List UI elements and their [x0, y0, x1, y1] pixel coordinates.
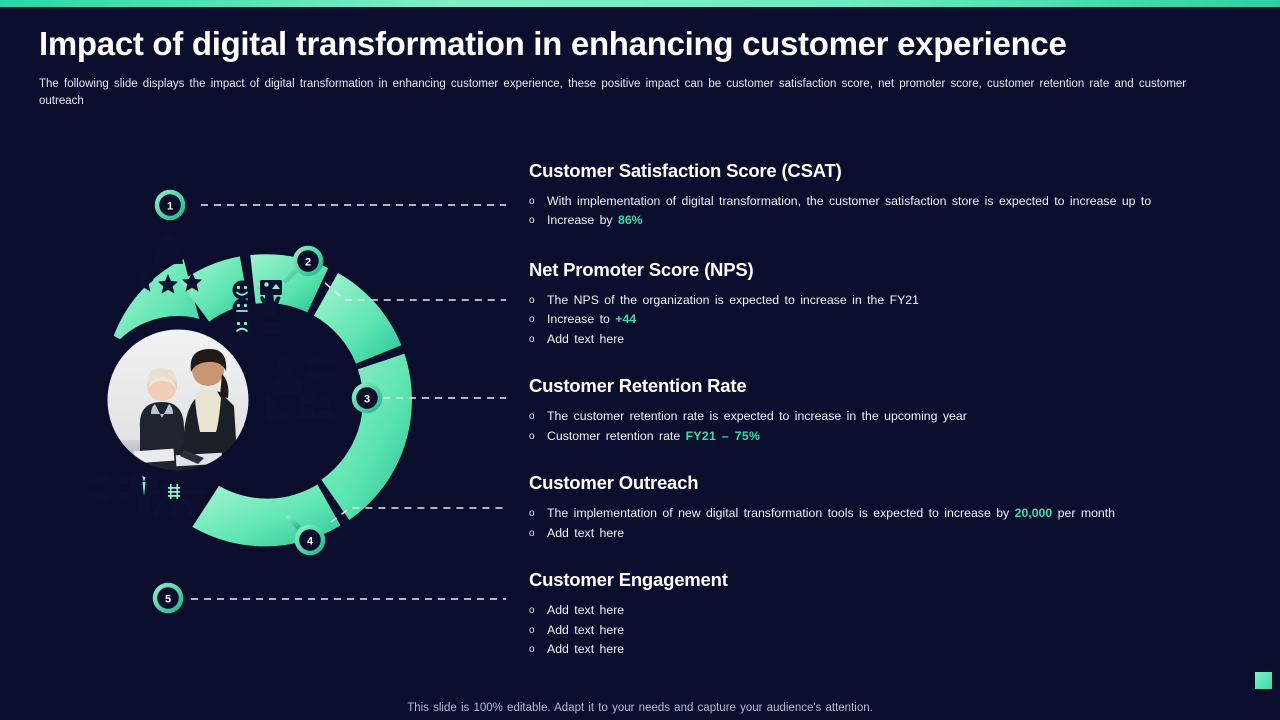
- badge-2-number: 2: [305, 257, 311, 269]
- segment-1-path[interactable]: [180, 256, 249, 322]
- bullet-text: The NPS of the organization is expected …: [547, 292, 1229, 309]
- bullet-marker: o: [529, 215, 535, 227]
- corner-accent-square: [1255, 672, 1272, 689]
- bullet-text-prefix: The customer retention rate is expected …: [547, 409, 967, 424]
- bullet-marker: o: [529, 333, 535, 345]
- bullet-marker: o: [529, 508, 535, 520]
- bullet-text: Add text here: [547, 331, 1229, 348]
- bullet-marker: o: [529, 430, 535, 442]
- bullet-text-prefix: Increase by: [547, 213, 618, 228]
- center-photo: [104, 326, 252, 474]
- bullet-item: o The customer retention rate is expected…: [529, 408, 1229, 425]
- bullet-text-suffix: per month: [1052, 506, 1116, 521]
- segment-3-path[interactable]: [313, 272, 402, 364]
- badge-5-number: 5: [165, 594, 171, 606]
- bullet-item: o Increase by 86%: [529, 212, 1229, 229]
- page-subtitle: The following slide displays the impact …: [39, 78, 1187, 107]
- bullet-marker: o: [529, 624, 535, 636]
- section-title: Customer Engagement: [529, 569, 728, 591]
- bullet-highlight-value: 86%: [618, 213, 643, 228]
- circular-process-diagram: 1 2 3 4 5: [88, 178, 538, 628]
- customer-retention-icon: [264, 356, 336, 422]
- bullet-marker: o: [529, 294, 535, 306]
- bullet-text-prefix: Customer retention rate: [547, 428, 686, 443]
- bullet-text-prefix: Add text here: [547, 525, 625, 540]
- page-title: Impact of digital transformation in enha…: [39, 25, 1067, 62]
- section-2: Net Promoter Score (NPS) o The NPS of the …: [529, 259, 1229, 348]
- bullet-item: o The implementation of new digital trans…: [529, 505, 1229, 522]
- bullet-item: o Add text here: [529, 331, 1229, 348]
- bullet-text: Add text here: [547, 525, 1229, 542]
- section-title: Customer Outreach: [529, 472, 699, 494]
- bullet-marker: o: [529, 527, 535, 539]
- bullet-item: o The NPS of the organization is expected…: [529, 292, 1229, 309]
- bullet-text: Add text here: [547, 622, 1229, 639]
- badge-3[interactable]: 3: [351, 382, 383, 414]
- bullet-text: With implementation of digital transform…: [547, 193, 1229, 210]
- badge-3-number: 3: [364, 394, 370, 406]
- bullet-marker: o: [529, 314, 535, 326]
- bullet-highlight-value: 20,000: [1014, 506, 1053, 521]
- bullet-text-prefix: The implementation of new digital transf…: [547, 506, 1015, 521]
- bullet-text: The implementation of new digital transf…: [547, 505, 1229, 522]
- bullet-item: o Add text here: [529, 641, 1229, 658]
- badge-5[interactable]: 5: [152, 582, 184, 614]
- badge-1-number: 1: [167, 201, 173, 213]
- connector-lines: [191, 204, 506, 600]
- bullet-text-prefix: Increase to: [547, 312, 616, 327]
- badge-4[interactable]: 4: [294, 524, 326, 556]
- customer-rating-icon: [134, 235, 202, 294]
- bullet-marker: o: [529, 605, 535, 617]
- section-title: Customer Satisfaction Score (CSAT): [529, 160, 842, 181]
- sections-list: Customer Satisfaction Score (CSAT) o With …: [529, 160, 1229, 660]
- bullet-text-prefix: Add text here: [547, 331, 625, 346]
- bullet-marker: o: [529, 643, 535, 655]
- bullet-text: Increase by 86%: [547, 212, 1229, 229]
- bullet-item: o Add text here: [529, 525, 1229, 542]
- section-3: Customer Retention Rate o The customer ret…: [529, 375, 1229, 445]
- bullet-item: o Customer retention rate FY21 – 75%: [529, 428, 1229, 445]
- step-badges: 1 2 3 4 5: [152, 189, 383, 614]
- badge-4-number: 4: [307, 536, 314, 548]
- bullet-text: Customer retention rate FY21 – 75%: [547, 428, 1229, 445]
- badge-1[interactable]: 1: [154, 189, 186, 221]
- customer-feedback-icon: [232, 280, 282, 336]
- bullet-item: o With implementation of digital transfor…: [529, 193, 1229, 210]
- top-accent-bar: [0, 0, 1280, 7]
- bullet-text-prefix: Add text here: [547, 603, 625, 618]
- connector-2: [324, 282, 506, 301]
- bullet-text: Add text here: [547, 641, 1229, 658]
- bullet-item: o Add text here: [529, 602, 1229, 619]
- footer-note: This slide is 100% editable. Adapt it to…: [407, 702, 873, 714]
- bullet-marker: o: [529, 411, 535, 423]
- bullet-highlight-value: +44: [615, 312, 637, 327]
- section-4: Customer Outreach o The implementation of …: [529, 472, 1229, 542]
- bullet-text: Add text here: [547, 602, 1229, 619]
- bullet-text-prefix: Add text here: [547, 622, 625, 637]
- bullet-text-prefix: Add text here: [547, 641, 625, 656]
- bullet-text: The customer retention rate is expected …: [547, 408, 1229, 425]
- bullet-text-prefix: The NPS of the organization is expected …: [547, 292, 919, 307]
- section-title: Customer Retention Rate: [529, 375, 747, 397]
- badge-2[interactable]: 2: [292, 245, 324, 277]
- slide-header: Impact of digital transformation in enha…: [39, 25, 1239, 110]
- bullet-text: Increase to +44: [547, 311, 1229, 328]
- section-title: Net Promoter Score (NPS): [529, 258, 754, 280]
- bullet-highlight-value: FY21 – 75%: [685, 428, 761, 443]
- bullet-item: o Increase to +44: [529, 311, 1229, 328]
- segment-4-path[interactable]: [321, 353, 412, 520]
- bullet-item: o Add text here: [529, 622, 1229, 639]
- section-1: Customer Satisfaction Score (CSAT) o With …: [529, 160, 1229, 230]
- bullet-marker: o: [529, 196, 535, 207]
- bullet-text-prefix: With implementation of digital transform…: [547, 194, 1152, 208]
